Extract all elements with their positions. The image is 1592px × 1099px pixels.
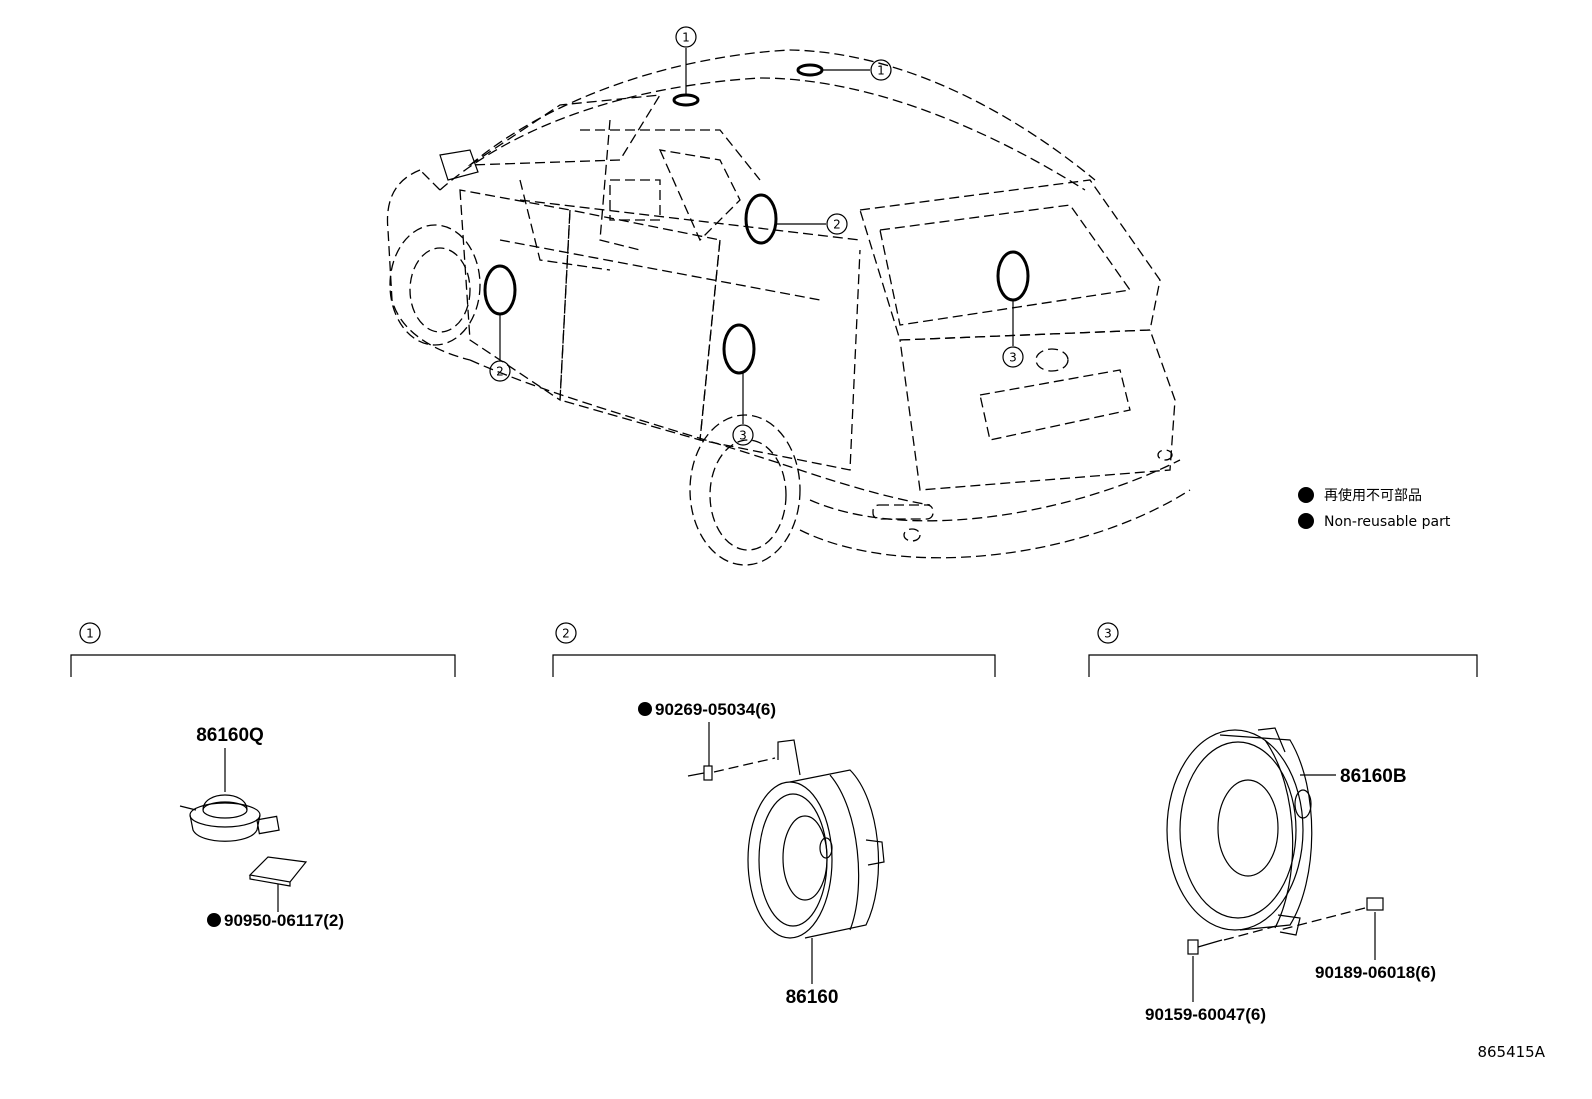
location-ring-3a [996, 250, 1030, 302]
legend-japanese: 再使用不可部品 [1324, 487, 1422, 504]
rear-speaker-part [1166, 727, 1313, 936]
legend-english: Non-reusable part [1324, 514, 1451, 530]
non-reusable-dot-icon [638, 702, 652, 716]
vehicle-outline [386, 49, 1191, 566]
group-2-index: 2 [562, 627, 570, 641]
location-ring-3b [722, 323, 756, 375]
speaker-location-markers [483, 63, 1030, 375]
location-ring-1b [796, 63, 824, 77]
door-speaker-part [747, 739, 885, 939]
callout-2-front: 2 [496, 365, 504, 379]
part-86160B: 86160B [1340, 766, 1407, 787]
non-reusable-dot-icon [1298, 513, 1314, 529]
callout-2-rear: 2 [833, 218, 841, 232]
non-reusable-dot-icon [207, 913, 221, 927]
group-3: 3 86160B 90189-06018(6) 90159 [1088, 622, 1478, 1024]
vehicle-callouts: 1 1 2 2 3 3 [489, 26, 1024, 446]
part-90269-05034: 90269-05034(6) [655, 700, 776, 719]
location-ring-2a [744, 193, 778, 245]
sealing-sheet-part [248, 856, 308, 883]
group-1: 1 86160Q 90950-06117(2) [70, 622, 456, 930]
part-86160: 86160 [786, 987, 839, 1008]
callout-3-rear: 3 [1009, 351, 1017, 365]
diagram-reference-code: 865415A [1477, 1043, 1545, 1061]
callout-1-top: 1 [682, 31, 690, 45]
non-reusable-dot-icon [1298, 487, 1314, 503]
callout-3-side: 3 [739, 429, 747, 443]
clip-nut-part [1279, 897, 1384, 931]
group-1-index: 1 [86, 627, 94, 641]
part-90159-60047: 90159-60047(6) [1145, 1005, 1266, 1024]
screw-part [1187, 924, 1281, 955]
part-90189-06018: 90189-06018(6) [1315, 963, 1436, 982]
callout-1-right: 1 [877, 64, 885, 78]
location-ring-1a [672, 93, 700, 107]
location-ring-2b [483, 264, 517, 316]
group-3-index: 3 [1104, 627, 1112, 641]
tweeter-part [179, 794, 280, 842]
rivet-part [687, 757, 776, 781]
group-2: 2 90269-05034(6) 86160 [552, 622, 996, 1008]
legend: 再使用不可部品 Non-reusable part [1298, 487, 1451, 530]
part-90950-06117: 90950-06117(2) [224, 911, 344, 930]
part-86160Q: 86160Q [196, 725, 264, 746]
